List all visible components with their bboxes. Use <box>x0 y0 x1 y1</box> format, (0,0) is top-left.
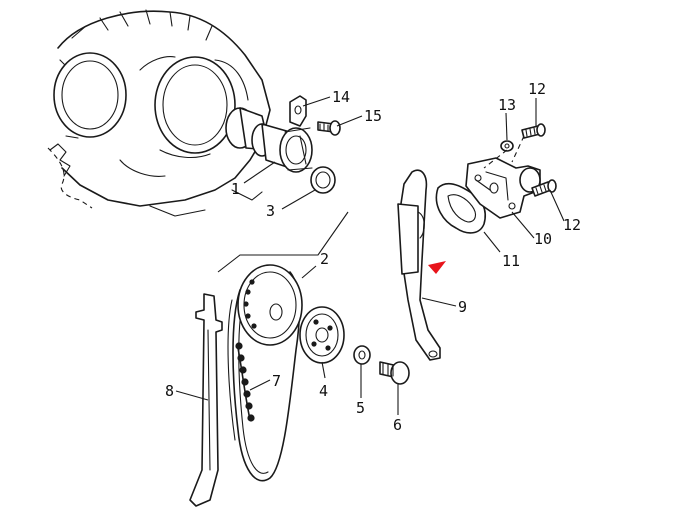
washer-5 <box>353 345 371 365</box>
bolt-12-upper <box>521 123 546 139</box>
red-marker-icon <box>428 261 446 274</box>
callout-6: 6 <box>393 416 402 434</box>
chain-7 <box>235 342 255 422</box>
bolt-15 <box>317 120 341 136</box>
cylinder-bore-rim <box>53 52 127 138</box>
cam-sprocket-2 <box>237 264 303 346</box>
callout-5: 5 <box>356 399 365 417</box>
callout-11: 11 <box>502 252 520 270</box>
washer-3 <box>310 166 336 194</box>
callout-8: 8 <box>165 382 174 400</box>
alignment-line-12 <box>511 135 525 163</box>
tensioner-body-10 <box>465 157 541 219</box>
bolt-6 <box>379 361 410 385</box>
callout-7: 7 <box>272 372 281 390</box>
callout-labels: 1 2 3 4 5 6 7 8 9 10 11 12 12 13 14 15 <box>165 80 581 434</box>
alignment-line-13 <box>483 149 508 169</box>
callout-2: 2 <box>320 250 329 268</box>
cam-bore-rim <box>154 56 236 154</box>
leader-lines <box>175 96 565 415</box>
callout-13: 13 <box>498 96 516 114</box>
callout-1: 1 <box>231 180 240 198</box>
callout-14: 14 <box>332 88 350 106</box>
assembly-bracket-line <box>217 211 349 273</box>
callout-10: 10 <box>534 230 552 248</box>
bracket-14 <box>289 95 307 127</box>
callout-3: 3 <box>266 202 275 220</box>
gear-4 <box>299 306 345 364</box>
washer-13 <box>500 140 514 152</box>
cylinder-head <box>47 9 271 217</box>
callout-9: 9 <box>458 298 467 316</box>
tensioner-guide-9 <box>397 169 441 361</box>
callout-15: 15 <box>364 107 382 125</box>
callout-4: 4 <box>319 382 328 400</box>
bolt-12-lower <box>531 179 557 197</box>
callout-12-upper: 12 <box>528 80 546 98</box>
callout-12-lower: 12 <box>563 216 581 234</box>
camshaft <box>225 107 313 173</box>
